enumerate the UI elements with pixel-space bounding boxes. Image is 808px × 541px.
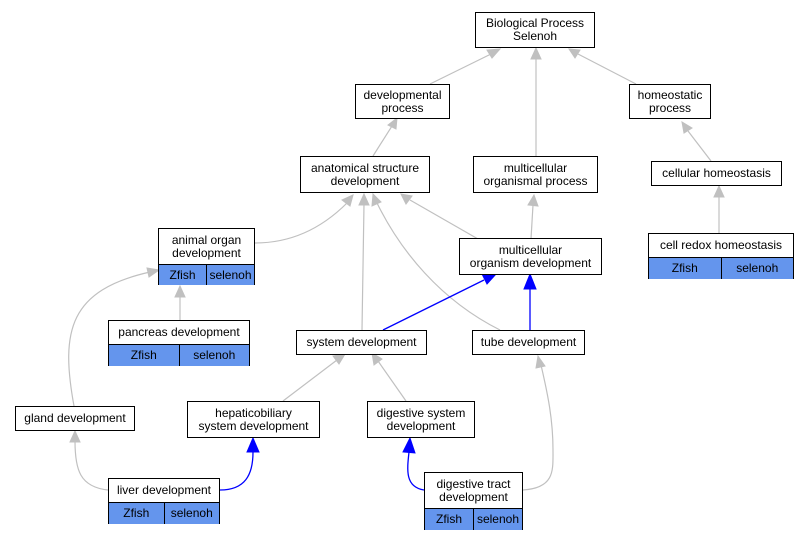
- edge-digesttract-to-tubedev: [522, 364, 554, 491]
- node-label-line1: anatomical structure: [310, 160, 420, 175]
- annotation-selenoh[interactable]: selenoh: [206, 265, 254, 285]
- edge-digestsys-to-sysdev: [377, 360, 407, 402]
- node-label-line1: cell redox homeostasis: [659, 238, 783, 252]
- arrowhead: [146, 267, 161, 278]
- node-label-line2: process: [648, 100, 692, 115]
- node-label-line2: development: [172, 245, 241, 260]
- node-label-line1: tube development: [480, 335, 577, 349]
- arrowhead: [523, 272, 537, 290]
- node-label-line1: homeostatic: [637, 87, 703, 102]
- edge-anat-to-devproc: [372, 125, 393, 157]
- edge-liver-to-gland: [74, 440, 109, 491]
- arrowhead: [713, 184, 725, 198]
- annotation-zfish[interactable]: Zfish: [169, 267, 196, 282]
- node-label-line2: development: [386, 418, 456, 433]
- node-pancreas-development[interactable]: pancreas development Zfish selenoh: [108, 320, 250, 366]
- annotation-row: Zfish selenoh: [109, 344, 249, 366]
- arrowhead: [402, 436, 416, 454]
- node-label-line2: organismal process: [483, 173, 588, 188]
- node-label-line2: system development: [198, 418, 309, 433]
- edge-hepato-to-sysdev: [282, 359, 338, 402]
- annotation-selenoh[interactable]: selenoh: [163, 503, 220, 524]
- edge-mcorgdev-to-mcorgproc: [530, 204, 534, 240]
- node-label-line1: pancreas development: [118, 325, 240, 339]
- node-label-line1: system development: [306, 335, 417, 349]
- node-gland-development[interactable]: gland development: [15, 406, 135, 431]
- edge-tubedev-to-anat: [376, 202, 501, 331]
- arrowhead: [371, 352, 383, 366]
- edge-homeo-to-bp: [577, 53, 637, 85]
- edge-mcorgdev-to-anat: [409, 199, 479, 240]
- arrowhead: [387, 116, 398, 130]
- arrowhead: [246, 436, 260, 453]
- node-label-line1: hepaticobiliary: [215, 405, 292, 420]
- node-label-line1: digestive system: [376, 405, 466, 420]
- edge-gland-to-organ: [68, 271, 151, 407]
- arrowhead: [486, 48, 502, 59]
- arrowhead: [535, 354, 546, 369]
- node-label-line1: gland development: [24, 411, 126, 425]
- node-cell-redox-homeostasis[interactable]: cell redox homeostasis Zfish selenoh: [648, 233, 794, 279]
- annotation-zfish[interactable]: Zfish: [671, 261, 698, 275]
- node-label-line1: Biological Process: [485, 16, 585, 30]
- edge-cellhomeo-to-homeo: [687, 130, 712, 162]
- node-label-line1: liver development: [116, 483, 212, 497]
- annotation-selenoh[interactable]: selenoh: [473, 509, 522, 530]
- node-label-line1: animal organ: [171, 232, 242, 247]
- arrowhead: [371, 192, 382, 207]
- arrowhead: [527, 193, 539, 207]
- node-label-line2: development: [330, 173, 400, 188]
- node-system-development[interactable]: system development: [296, 330, 427, 355]
- annotation-row: Zfish selenoh: [425, 508, 522, 530]
- annotation-row: Zfish selenoh: [109, 502, 219, 524]
- node-label-line2: Selenoh: [512, 29, 558, 43]
- annotation-row: Zfish selenoh: [649, 257, 793, 279]
- arrowhead: [530, 46, 542, 60]
- arrowhead: [358, 192, 370, 206]
- arrowhead: [332, 353, 346, 365]
- node-tube-development[interactable]: tube development: [472, 330, 585, 355]
- edge-organ-to-anat: [254, 202, 348, 244]
- edge-devproc-to-bp: [429, 53, 492, 85]
- node-liver-development[interactable]: liver development Zfish selenoh: [108, 478, 220, 524]
- arrowhead: [69, 429, 81, 443]
- arrowhead: [568, 48, 581, 59]
- edge-sysdev-to-anat: [361, 203, 365, 331]
- node-label-line2: organism development: [469, 255, 592, 270]
- annotation-zfish[interactable]: Zfish: [123, 506, 150, 520]
- node-label-line2: process: [381, 100, 424, 115]
- arrowhead: [400, 193, 413, 205]
- edge-digesttract-to-digestsys: [407, 451, 425, 491]
- annotation-selenoh[interactable]: selenoh: [720, 258, 794, 279]
- node-label-line1: developmental: [363, 87, 442, 102]
- node-cellular-homeostasis[interactable]: cellular homeostasis: [651, 161, 782, 186]
- annotation-row: Zfish selenoh: [159, 264, 254, 285]
- node-label-line1: multicellular: [498, 242, 563, 257]
- edge-sysdev-to-mcorgdev: [382, 279, 485, 331]
- node-label-line2: development: [439, 489, 508, 504]
- arrowhead: [174, 284, 186, 298]
- edge-liver-to-hepato: [219, 451, 254, 491]
- arrowhead: [341, 194, 354, 207]
- node-label-line1: multicellular: [503, 160, 568, 175]
- arrowhead: [681, 121, 693, 134]
- annotation-selenoh[interactable]: selenoh: [178, 345, 250, 366]
- node-label-line1: cellular homeostasis: [662, 166, 771, 180]
- annotation-zfish[interactable]: Zfish: [435, 512, 462, 526]
- node-label-line1: digestive tract: [436, 476, 511, 491]
- annotation-zfish[interactable]: Zfish: [130, 348, 157, 362]
